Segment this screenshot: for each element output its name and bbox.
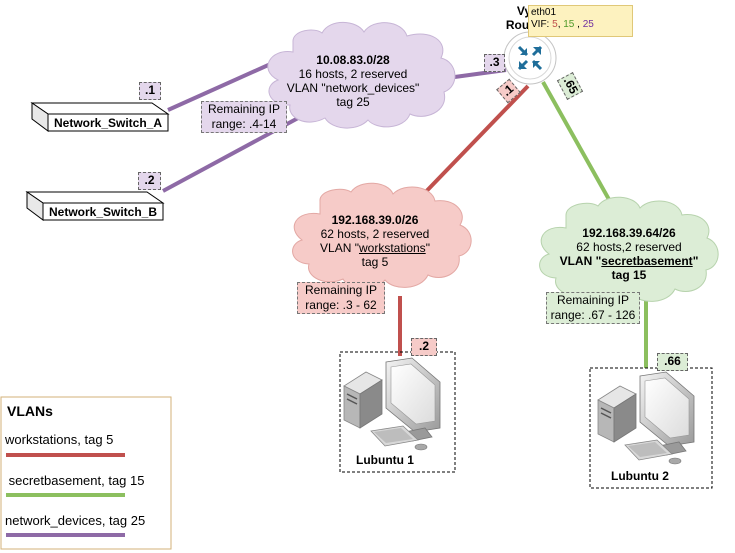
lubuntu1-label: Lubuntu 1 — [356, 453, 414, 467]
link-switch-a-network-devices — [167, 60, 276, 112]
secretbasement-info: 192.168.39.64/26 62 hosts,2 reserved VLA… — [556, 226, 702, 282]
secretbasement-tag: tag 15 — [611, 268, 647, 282]
legend-item-workstations: workstations, tag 5 — [5, 432, 114, 447]
host-box-lubuntu2 — [589, 367, 713, 489]
router-vif-list: VIF: 5, 15 , 25 — [531, 19, 594, 30]
workstations-remaining: Remaining IP range: .3 - 62 — [297, 282, 385, 314]
secretbasement-subnet: 192.168.39.64/26 — [582, 226, 676, 240]
lubuntu2-label: Lubuntu 2 — [611, 469, 669, 483]
switch-a-label: Network_Switch_A — [53, 116, 163, 130]
switch-icon[interactable] — [30, 102, 170, 132]
workstations-vlan: VLAN "workstations" — [320, 241, 430, 255]
workstations-tag: tag 5 — [361, 255, 389, 269]
lubuntu1-port: .2 — [411, 338, 437, 356]
link-router-workstations — [413, 84, 530, 205]
legend-title: VLANs — [7, 403, 53, 419]
network-devices-subnet: 10.08.83.0/28 — [316, 53, 390, 67]
router-icon[interactable] — [503, 31, 557, 85]
switch-b-port: .2 — [138, 172, 161, 190]
cloud-secretbasement — [539, 196, 719, 303]
legend-frame — [0, 396, 172, 550]
cloud-workstations — [292, 182, 472, 289]
secretbasement-hosts: 62 hosts,2 reserved — [576, 240, 682, 254]
secretbasement-remaining: Remaining IP range: .67 - 126 — [546, 292, 640, 324]
secretbasement-vlan: VLAN "secretbasement" — [559, 254, 699, 268]
switch-b-label: Network_Switch_B — [48, 205, 158, 219]
legend-item-network-devices: network_devices, tag 25 — [5, 513, 146, 528]
host-box-lubuntu1 — [339, 351, 456, 473]
legend-item-secretbasement: secretbasement, tag 15 — [5, 473, 145, 488]
network-devices-vlan: VLAN "network_devices" — [286, 81, 420, 95]
workstations-info: 192.168.39.0/26 62 hosts, 2 reserved VLA… — [305, 213, 445, 269]
network-devices-hosts: 16 hosts, 2 reserved — [298, 67, 408, 81]
workstations-subnet: 192.168.39.0/26 — [331, 213, 419, 227]
network-devices-remaining: Remaining IP range: .4-14 — [201, 101, 287, 133]
computer-icon[interactable] — [597, 371, 695, 465]
vif-5: 5 — [552, 19, 558, 30]
computer-icon[interactable] — [343, 357, 441, 451]
workstations-hosts: 62 hosts, 2 reserved — [320, 227, 430, 241]
router-interface-name: eth01 — [531, 7, 557, 18]
link-router-secretbasement — [541, 81, 618, 213]
vif-15: 15 — [563, 19, 575, 30]
switch-a-port: .1 — [139, 82, 161, 100]
vif-25: 25 — [582, 19, 594, 30]
network-devices-info: 10.08.83.0/28 16 hosts, 2 reserved VLAN … — [283, 53, 423, 109]
switch-icon[interactable] — [25, 191, 165, 221]
network-devices-tag: tag 25 — [336, 95, 370, 109]
router-port-network-devices: .3 — [484, 54, 505, 72]
router-interface-popup: eth01 VIF: 5, 15 , 25 — [528, 5, 633, 37]
lubuntu2-port: .66 — [657, 353, 688, 371]
